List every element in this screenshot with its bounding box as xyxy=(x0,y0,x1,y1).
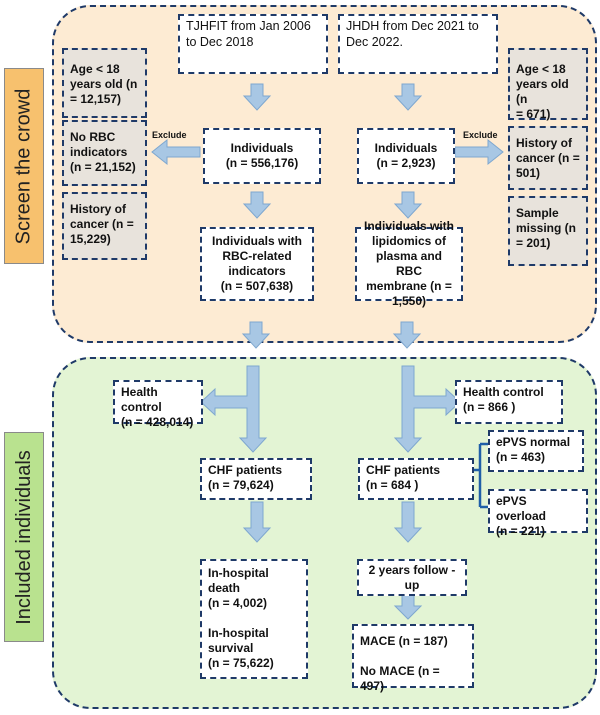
arrow-between-left xyxy=(241,321,271,349)
left-health-control-box: Health control (n = 428,014) xyxy=(113,380,203,429)
arrow-exclude-right xyxy=(454,138,504,166)
exclude-label-left: Exclude xyxy=(152,130,187,140)
right-exclusion-sample-box: Sample missing (n = 201) xyxy=(508,196,588,266)
screen-crowd-label: Screen the crowd xyxy=(4,68,44,264)
arrow-branch-left xyxy=(200,365,268,453)
epvs-normal-box: ePVS normal (n = 463) xyxy=(488,430,584,472)
right-exclusion-age-box: Age < 18 years old (n = 671) xyxy=(508,48,588,121)
arrow-down-1 xyxy=(242,83,272,111)
epvs-overload-box: ePVS overload (n = 221) xyxy=(488,489,588,538)
arrow-between-right xyxy=(392,321,422,349)
right-health-control-box: Health control (n = 866 ) xyxy=(455,380,563,424)
tjhfit-source-box: TJHFIT from Jan 2006 to Dec 2018 xyxy=(178,14,328,74)
arrow-down-2 xyxy=(393,83,423,111)
in-hospital-outcome-box: In-hospital death (n = 4,002) In-hospita… xyxy=(200,559,308,679)
mace-box: MACE (n = 187) No MACE (n = 497) xyxy=(352,624,474,693)
right-chf-box: CHF patients (n = 684 ) xyxy=(358,458,474,500)
arrow-branch-right xyxy=(393,365,461,453)
right-individuals-box: Individuals (n = 2,923) xyxy=(357,128,455,184)
jhdh-source-box: JHDH from Dec 2021 to Dec 2022. xyxy=(338,14,498,74)
left-exclusion-cancer-box: History of cancer (n = 15,229) xyxy=(62,192,147,260)
left-chf-box: CHF patients (n = 79,624) xyxy=(200,458,312,500)
arrow-down-right-mace xyxy=(393,593,423,620)
lipidomics-box: Individuals with lipidomics of plasma an… xyxy=(355,219,463,308)
exclude-label-right: Exclude xyxy=(463,130,498,140)
rbc-indicators-box: Individuals with RBC-related indicators … xyxy=(200,227,314,301)
arrow-exclude-left xyxy=(151,138,201,166)
left-individuals-box: Individuals (n = 556,176) xyxy=(203,128,321,184)
arrow-down-right-followup xyxy=(393,501,423,543)
arrow-down-left-outcome xyxy=(242,501,272,543)
left-exclusion-age-box: Age < 18 years old (n = 12,157) xyxy=(62,48,147,118)
left-exclusion-rbc-box: No RBC indicators (n = 21,152) xyxy=(62,120,147,186)
arrow-down-4 xyxy=(393,191,423,219)
followup-box: 2 years follow - up xyxy=(357,559,467,596)
included-individuals-label: Included individuals xyxy=(4,432,44,642)
right-exclusion-cancer-box: History of cancer (n = 501) xyxy=(508,126,588,190)
epvs-bracket xyxy=(474,442,488,509)
arrow-down-3 xyxy=(242,191,272,219)
